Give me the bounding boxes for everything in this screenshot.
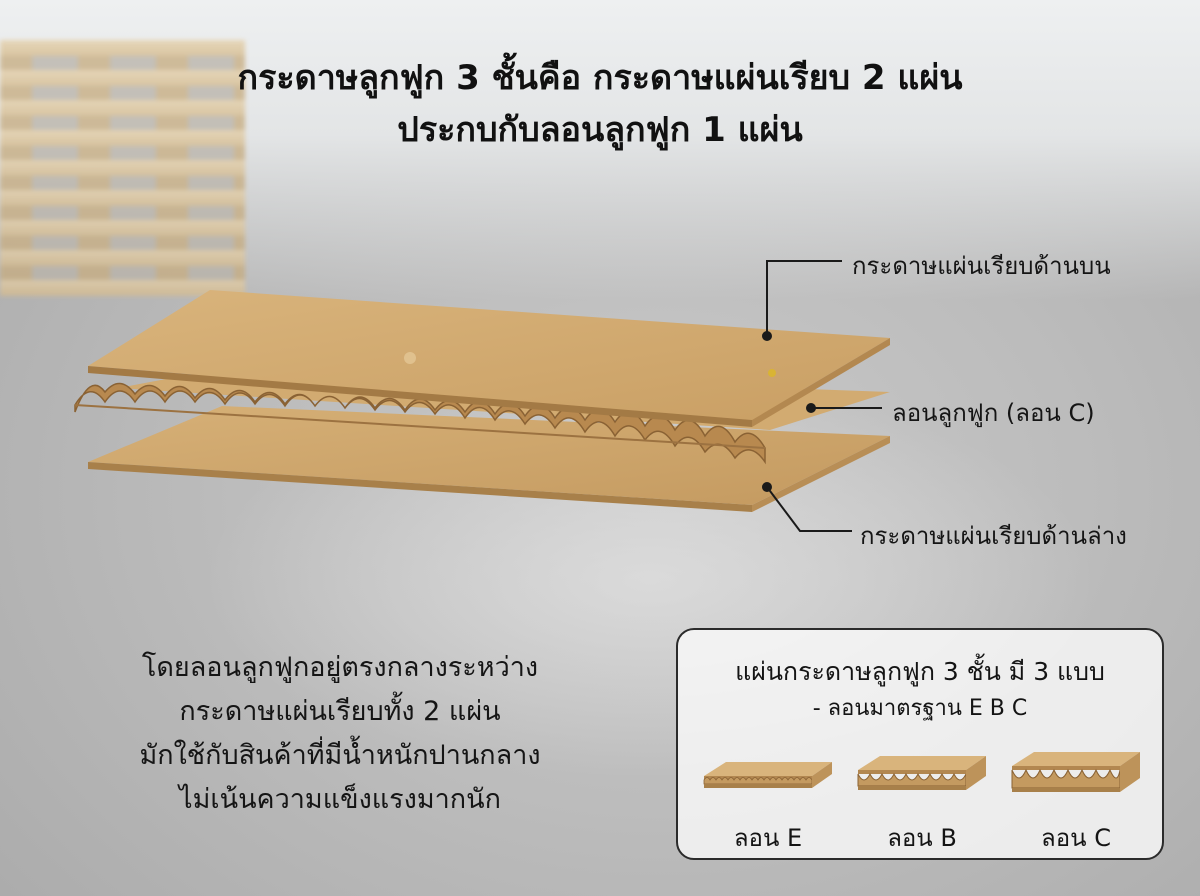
title-line-1: กระดาษลูกฟูก 3 ชั้นคือ กระดาษแผ่นเรียบ 2… bbox=[237, 58, 963, 98]
flute-b-illustration bbox=[857, 756, 986, 790]
top-liner-sheet bbox=[88, 290, 890, 427]
flute-types-panel: แผ่นกระดาษลูกฟูก 3 ชั้น มี 3 แบบ - ลอนมา… bbox=[676, 628, 1164, 860]
title-line-2: ประกบกับลอนลูกฟูก 1 แผ่น bbox=[397, 110, 803, 150]
callout-bottom-liner: กระดาษแผ่นเรียบด้านล่าง bbox=[860, 522, 1127, 550]
callout-flute: ลอนลูกฟูก (ลอน C) bbox=[892, 399, 1095, 427]
description-line: ไม่เน้นความแข็งแรงมากนัก bbox=[179, 784, 501, 815]
panel-subtitle: - ลอนมาตรฐาน E B C bbox=[812, 696, 1028, 721]
description-text: โดยลอนลูกฟูกอยู่ตรงกลางระหว่าง กระดาษแผ่… bbox=[60, 646, 620, 822]
pallet-stack-background bbox=[0, 40, 250, 310]
flute-type-label: ลอน B bbox=[887, 824, 957, 852]
description-line: กระดาษแผ่นเรียบทั้ง 2 แผ่น bbox=[179, 696, 501, 727]
flute-e-illustration bbox=[703, 762, 832, 788]
flute-c-illustration bbox=[1011, 752, 1140, 792]
page-title: กระดาษลูกฟูก 3 ชั้นคือ กระดาษแผ่นเรียบ 2… bbox=[0, 52, 1200, 156]
flute-type-b: ลอน B bbox=[852, 750, 992, 857]
leader-lines bbox=[762, 260, 882, 532]
flute-type-label: ลอน C bbox=[1041, 824, 1111, 852]
callout-top-liner: กระดาษแผ่นเรียบด้านบน bbox=[852, 252, 1111, 280]
flute-type-e: ลอน E bbox=[698, 750, 838, 857]
flute-type-c: ลอน C bbox=[1006, 750, 1146, 857]
panel-title: แผ่นกระดาษลูกฟูก 3 ชั้น มี 3 แบบ bbox=[735, 657, 1105, 686]
description-line: มักใช้กับสินค้าที่มีน้ำหนักปานกลาง bbox=[139, 740, 541, 771]
flute-type-label: ลอน E bbox=[733, 824, 803, 852]
description-line: โดยลอนลูกฟูกอยู่ตรงกลางระหว่าง bbox=[141, 652, 539, 683]
